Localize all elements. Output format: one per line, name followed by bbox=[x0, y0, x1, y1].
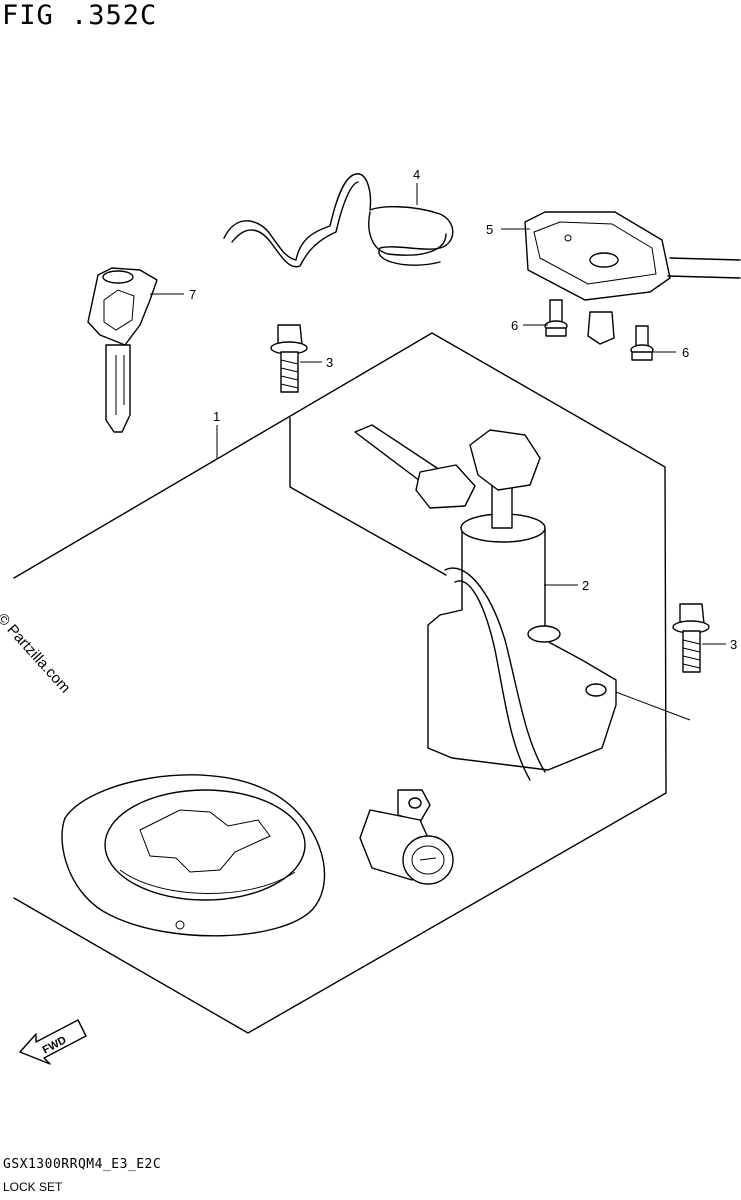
callout-2: 2 bbox=[582, 578, 589, 593]
figure-title: FIG .352C bbox=[2, 0, 158, 31]
callout-6-right: 6 bbox=[682, 345, 689, 360]
lock-cover bbox=[524, 211, 741, 345]
callout-3-upper: 3 bbox=[326, 355, 333, 370]
leader-lines bbox=[150, 183, 726, 645]
model-code: GSX1300RRQM4_E3_E2C bbox=[3, 1157, 162, 1172]
wire-clamp bbox=[223, 173, 454, 268]
fuel-cap bbox=[61, 774, 326, 937]
ignition-switch bbox=[354, 424, 617, 781]
bolt-upper bbox=[270, 324, 308, 393]
screw-right bbox=[630, 325, 654, 361]
bolt-right bbox=[672, 603, 710, 673]
callout-3-right: 3 bbox=[730, 637, 737, 652]
seat-lock-cylinder bbox=[359, 789, 454, 885]
ignition-key bbox=[87, 267, 158, 433]
callout-4: 4 bbox=[413, 167, 420, 182]
fwd-arrow-icon: FWD bbox=[19, 1019, 87, 1065]
callout-5: 5 bbox=[486, 222, 493, 237]
callout-7: 7 bbox=[189, 287, 196, 302]
callout-1: 1 bbox=[213, 409, 220, 424]
figure-caption: LOCK SET bbox=[3, 1180, 63, 1194]
callout-6-left: 6 bbox=[511, 318, 518, 333]
screw-left bbox=[544, 299, 568, 337]
